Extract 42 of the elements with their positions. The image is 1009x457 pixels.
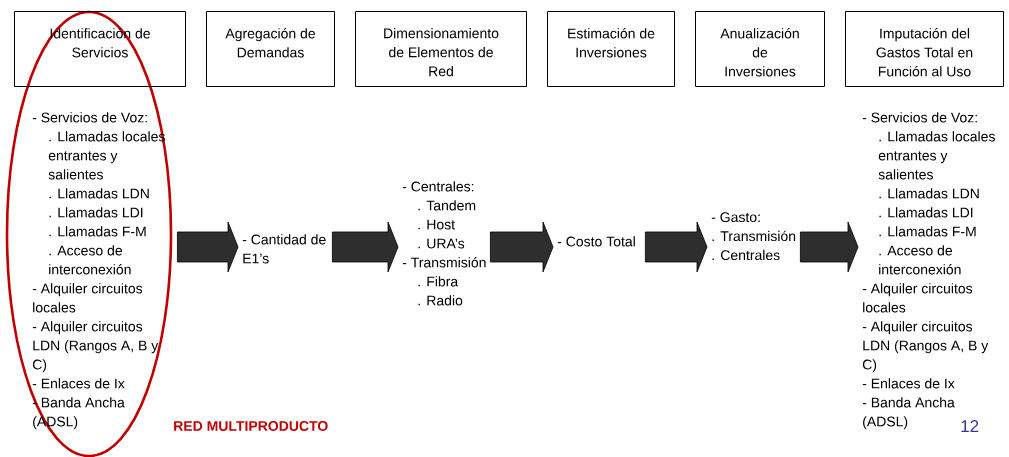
list-item: . Llamadas LDI [49, 207, 143, 218]
process-box: Anualización de Inversiones [695, 11, 825, 87]
section-title: RED MULTIPRODUCTO [174, 421, 328, 431]
list-item: . Llamadas LDN [49, 188, 149, 199]
list-item: - Alquiler circuitos LDN (Rangos A, B y C) [862, 321, 989, 373]
list-item: - Centrales: [402, 181, 474, 192]
process-box: Estimación de Inversiones [547, 11, 675, 87]
list-item: . Acceso de interconexión [49, 245, 131, 275]
list-item: . Llamadas F-M [879, 226, 976, 237]
block-arrow [800, 221, 859, 273]
list-item: . Host [418, 219, 455, 230]
process-box: Dimensionamiento de Elementos de Red [355, 11, 527, 87]
list-item: . Transmisión [712, 230, 796, 242]
block-arrow [490, 221, 554, 273]
list-item: . Acceso de interconexión [879, 245, 961, 275]
list-item: - Costo Total [557, 236, 635, 247]
list-item: . Fibra [418, 276, 459, 287]
list-item: - Enlaces de Ix [32, 378, 125, 389]
list-item: . Centrales [712, 249, 780, 261]
list-item: . Radio [418, 295, 463, 306]
block-arrow [332, 221, 399, 273]
list-item: . Llamadas F-M [49, 226, 146, 237]
list-item: . Llamadas LDI [879, 207, 973, 218]
list-item: - Alquiler circuitos LDN (Rangos A, B y C) [32, 321, 159, 373]
list-item: - Transmisión [402, 257, 486, 268]
list-item: - Alquiler circuitos locales [32, 283, 143, 313]
page-number: 12 [961, 420, 979, 432]
list-item: - Servicios de Voz: [862, 112, 977, 123]
list-item: - Gasto: [711, 212, 760, 223]
list-item: - Servicios de Voz: [32, 112, 147, 123]
list-item: - Alquiler circuitos locales [862, 283, 973, 313]
process-box: Imputación del Gastos Total en Función al Uso [845, 11, 1004, 87]
list-item: . URA’s [418, 238, 465, 249]
list-item: . Tandem [418, 200, 476, 211]
list-item: - Cantidad de E1’s [242, 234, 326, 264]
process-box: Agregación de Demandas [206, 11, 335, 87]
list-item: - Banda Ancha (ADSL) [862, 397, 955, 430]
list-item: . Llamadas locales entrantes y salientes [878, 131, 995, 180]
block-arrow [177, 221, 239, 273]
list-item: - Enlaces de Ix [862, 378, 955, 389]
list-item: . Llamadas LDN [879, 188, 979, 199]
block-arrow [645, 221, 708, 273]
